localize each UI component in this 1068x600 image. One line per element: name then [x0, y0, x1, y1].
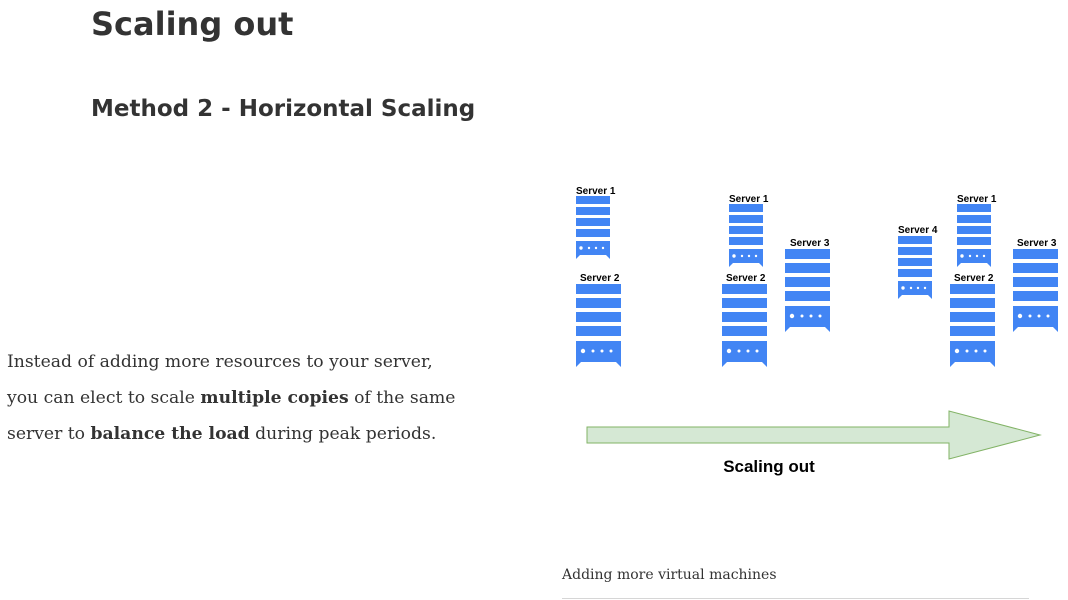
body-line-2: you can elect to scale multiple copies o… [7, 388, 456, 408]
server-label: Server 3 [790, 238, 830, 249]
server-icon [785, 249, 830, 332]
server-label: Server 2 [580, 273, 620, 284]
body-line-3: server to balance the load during peak p… [7, 424, 437, 444]
server-icon [1013, 249, 1058, 332]
server-icon [576, 284, 621, 367]
server-icon [950, 284, 995, 367]
scaling-out-diagram: Server 1 Server 2 Server 1 Server 2 Serv… [576, 186, 1058, 476]
caption-divider [562, 598, 1029, 599]
body-paragraph: Instead of adding more resources to your… [7, 344, 457, 452]
server-label: Server 3 [1017, 238, 1057, 249]
server-icon [957, 204, 991, 267]
server-icon [898, 236, 932, 299]
server-label: Server 1 [957, 194, 997, 205]
section-subtitle: Method 2 - Horizontal Scaling [91, 96, 476, 122]
server-icon [729, 204, 763, 267]
page-title: Scaling out [91, 5, 294, 43]
scaling-arrow [586, 410, 1042, 460]
server-icon [576, 196, 610, 259]
body-line-1: Instead of adding more resources to your… [7, 352, 433, 372]
server-label: Server 1 [576, 186, 616, 197]
arrow-label: Scaling out [723, 457, 815, 476]
server-icon [722, 284, 767, 367]
server-label: Server 2 [954, 273, 994, 284]
server-label: Server 1 [729, 194, 769, 205]
server-label: Server 2 [726, 273, 766, 284]
figure-caption: Adding more virtual machines [562, 567, 777, 583]
server-label: Server 4 [898, 225, 938, 236]
